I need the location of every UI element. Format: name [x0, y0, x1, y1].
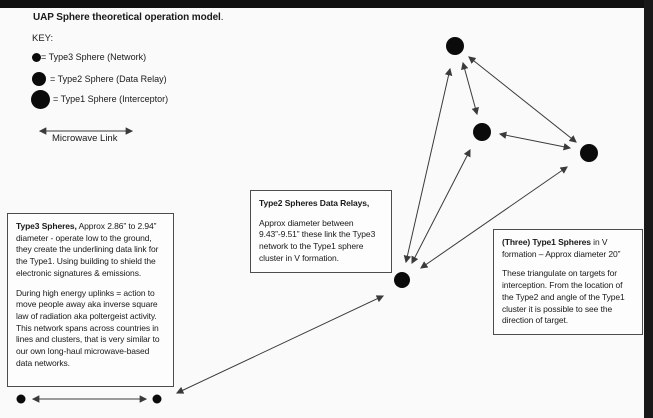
page-title: UAP Sphere theoretical operation model.: [33, 12, 224, 23]
sphere-layer: [16, 37, 598, 404]
microwave-link-relay-right: [420, 166, 568, 269]
microwave-link-layer: [31, 56, 577, 403]
key-item-type2-label: = Type2 Sphere (Data Relay): [50, 73, 167, 84]
microwave-link-legend-label: Microwave Link: [52, 133, 118, 144]
type2-textbox-body: Approx diameter between 9.43”-9.51” thes…: [259, 217, 376, 263]
key-item-type3-label: = Type3 Sphere (Network): [41, 51, 147, 62]
page-title-period: .: [220, 12, 224, 23]
type3-paragraph-1: Type3 Spheres, Approx 2.86” to 2.94” dia…: [16, 221, 165, 280]
key-type2-sphere-icon: [32, 72, 46, 86]
top-border-bar: [0, 0, 653, 8]
type3-sphere-right: [152, 394, 162, 404]
type1-sphere-right: [580, 144, 598, 162]
type3-sphere-left: [16, 394, 26, 404]
type3-spheres-textbox: Type3 Spheres, Approx 2.86” to 2.94” dia…: [7, 213, 174, 387]
type3-textbox-lead-rest: Approx 2.86” to 2.94” diameter - operate…: [16, 221, 159, 278]
page-title-bold: UAP Sphere theoretical operation model: [33, 12, 221, 23]
microwave-link-top-right: [468, 56, 577, 143]
microwave-link-relay-network: [175, 295, 385, 394]
type2-sphere-relay: [394, 272, 410, 288]
key-item-type1-label: = Type1 Sphere (Interceptor): [53, 93, 169, 104]
type1-sphere-middle: [473, 123, 491, 141]
type1-textbox-lead: (Three) Type1 Spheres: [502, 237, 591, 247]
key-heading: KEY:: [32, 33, 54, 44]
type1-textbox-body: These triangulate on targets for interce…: [502, 268, 625, 326]
microwave-link-top-middle: [461, 61, 479, 116]
type2-spheres-textbox: Type2 Spheres Data Relays, Approx diamet…: [250, 190, 392, 273]
microwave-link-relay-top: [403, 67, 453, 264]
type1-sphere-top: [446, 37, 464, 55]
type1-spheres-textbox: (Three) Type1 Spheres in V formation – A…: [493, 229, 643, 335]
key-type1-sphere-icon: [30, 89, 50, 109]
type3-textbox-lead: Type3 Spheres,: [16, 221, 77, 231]
microwave-link-relay-middle: [411, 148, 471, 265]
microwave-link-middle-right: [498, 131, 572, 151]
key-type3-sphere-icon: [31, 52, 41, 62]
right-border-bar: [644, 0, 653, 418]
type1-textbox-lead-line: (Three) Type1 Spheres in V formation – A…: [502, 237, 634, 260]
type3-paragraph-2: During high energy uplinks = action to m…: [16, 287, 160, 368]
type2-textbox-heading: Type2 Spheres Data Relays,: [259, 198, 370, 208]
